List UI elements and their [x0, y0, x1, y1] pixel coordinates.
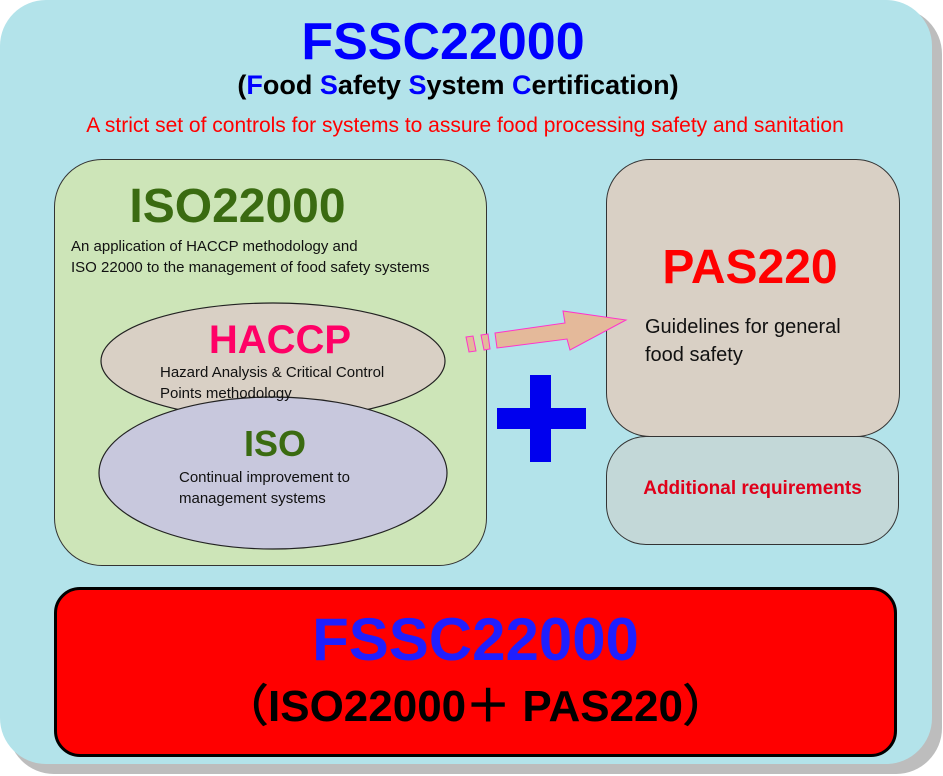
iso-ellipse	[98, 396, 448, 550]
plus-icon	[497, 375, 586, 462]
result-box	[54, 587, 897, 757]
subtitle-part-highlight: S	[408, 70, 427, 100]
pas220-description: Guidelines for general food safety	[645, 313, 841, 369]
tagline: A strict set of controls for systems to …	[86, 114, 844, 137]
result-formula: （ISO22000＋ PAS220）	[224, 682, 727, 731]
pas220-title: PAS220	[662, 241, 838, 294]
arrow-dash	[465, 335, 477, 353]
subtitle-part-highlight: C	[512, 70, 532, 100]
additional-requirements-label: Additional requirements	[643, 478, 862, 499]
iso-title: ISO	[243, 423, 306, 464]
subtitle-part: ystem	[426, 70, 513, 100]
main-subtitle: (Food Safety System Certification)	[0, 67, 916, 103]
haccp-title: HACCP	[208, 318, 352, 362]
pas220-desc-line: Guidelines for general	[645, 316, 841, 338]
additional-requirements-box	[606, 436, 899, 545]
iso-desc-line: Continual improvement to	[179, 469, 350, 486]
subtitle-part: ood	[262, 70, 320, 100]
arrow-icon	[465, 310, 628, 353]
iso22000-description: An application of HACCP methodology and …	[71, 236, 430, 278]
haccp-desc-line: Points methodology	[160, 385, 292, 402]
subtitle-part: ertification)	[531, 70, 679, 100]
subtitle-part: afety	[337, 70, 409, 100]
pas220-box	[606, 159, 900, 437]
main-title: FSSC22000	[301, 13, 585, 71]
iso22000-desc-line: ISO 22000 to the management of food safe…	[71, 259, 430, 276]
subtitle-part-highlight: S	[319, 70, 338, 100]
iso22000-title: ISO22000	[129, 180, 346, 233]
result-title: FSSC22000	[312, 606, 639, 673]
arrow-dash	[480, 333, 491, 351]
iso-desc-line: management systems	[179, 490, 326, 507]
subtitle-part: (	[237, 70, 247, 100]
iso22000-desc-line: An application of HACCP methodology and	[71, 238, 358, 255]
haccp-desc-line: Hazard Analysis & Critical Control	[160, 364, 385, 381]
iso-description: Continual improvement to management syst…	[179, 467, 350, 509]
haccp-description: Hazard Analysis & Critical Control Point…	[160, 362, 384, 404]
pas220-desc-line: food safety	[645, 344, 743, 366]
subtitle-part-highlight: F	[246, 70, 263, 100]
